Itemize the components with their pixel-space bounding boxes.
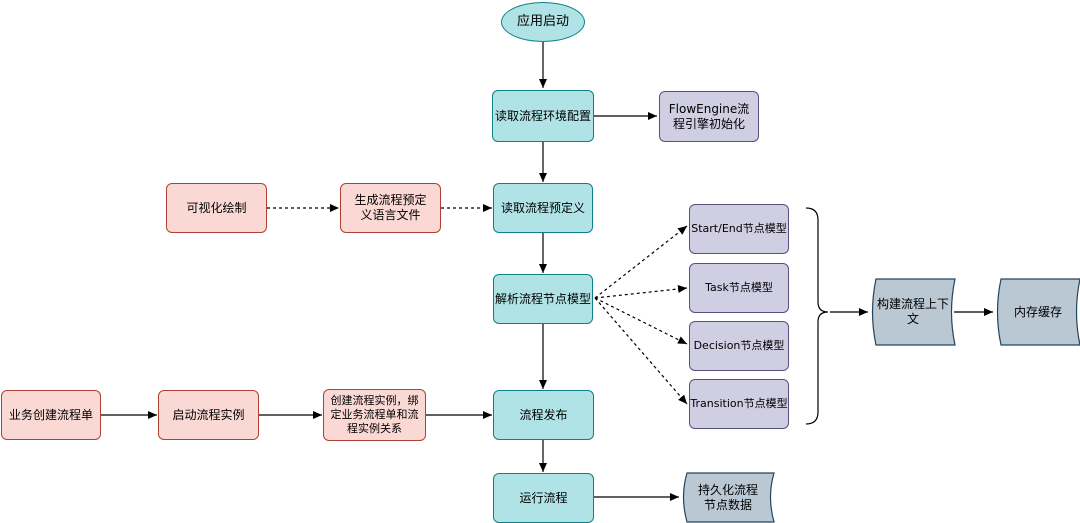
decision-model-label: Decision节点模型 xyxy=(693,339,785,353)
read-env-node[interactable]: 读取流程环境配置 xyxy=(492,90,594,142)
create-instance-bind-label: 创建流程实例，绑定业务流程单和流程实例关系 xyxy=(330,394,419,435)
read-env-label: 读取流程环境配置 xyxy=(494,108,591,123)
biz-create-label: 业务创建流程单 xyxy=(8,407,93,422)
build-context-shape xyxy=(871,278,956,346)
run-node[interactable]: 运行流程 xyxy=(493,473,594,523)
parse-model-node[interactable]: 解析流程节点模型 xyxy=(493,274,593,324)
read-predef-node[interactable]: 读取流程预定义 xyxy=(493,183,593,233)
memory-cache-shape xyxy=(996,278,1080,346)
biz-create-node[interactable]: 业务创建流程单 xyxy=(1,390,101,440)
read-predef-label: 读取流程预定义 xyxy=(500,200,585,215)
persist-label: 持久化流程节点数据 xyxy=(697,482,758,512)
flow-engine-init-label: FlowEngine流程引擎初始化 xyxy=(668,101,750,131)
flow-engine-init-node[interactable]: FlowEngine流程引擎初始化 xyxy=(659,91,759,142)
app-start-label: 应用启动 xyxy=(516,13,569,29)
start-instance-node[interactable]: 启动流程实例 xyxy=(158,390,259,440)
build-context-label: 构建流程上下文 xyxy=(876,297,949,326)
run-label: 运行流程 xyxy=(519,490,568,505)
start-end-model-node[interactable]: Start/End节点模型 xyxy=(689,204,789,254)
edge-parse-to-transition xyxy=(594,297,688,405)
publish-node[interactable]: 流程发布 xyxy=(493,390,594,440)
visual-draw-node[interactable]: 可视化绘制 xyxy=(166,183,267,233)
task-model-label: Task节点模型 xyxy=(705,281,773,295)
transition-model-label: Transition节点模型 xyxy=(690,397,788,411)
app-start-node[interactable]: 应用启动 xyxy=(501,2,585,42)
create-instance-bind-node[interactable]: 创建流程实例，绑定业务流程单和流程实例关系 xyxy=(323,389,426,441)
task-model-node[interactable]: Task节点模型 xyxy=(689,263,789,313)
start-end-model-label: Start/End节点模型 xyxy=(691,222,787,236)
visual-draw-label: 可视化绘制 xyxy=(186,200,247,215)
memory-cache-label: 内存缓存 xyxy=(1013,304,1062,319)
edge-parse-to-startend xyxy=(594,225,688,299)
persist-node[interactable]: 持久化流程节点数据 xyxy=(681,472,775,523)
transition-model-node[interactable]: Transition节点模型 xyxy=(689,379,789,429)
decision-model-node[interactable]: Decision节点模型 xyxy=(689,321,789,371)
parse-model-label: 解析流程节点模型 xyxy=(494,291,591,306)
start-instance-label: 启动流程实例 xyxy=(172,407,245,422)
gen-lang-file-node[interactable]: 生成流程预定义语言文件 xyxy=(340,183,441,233)
persist-shape xyxy=(682,472,775,523)
memory-cache-node[interactable]: 内存缓存 xyxy=(995,278,1080,346)
edge-parse-to-task xyxy=(594,284,688,299)
curly-brace xyxy=(805,207,829,425)
gen-lang-file-label: 生成流程预定义语言文件 xyxy=(354,193,427,222)
publish-label: 流程发布 xyxy=(519,407,568,422)
edge-parse-to-decision xyxy=(594,297,688,345)
build-context-node[interactable]: 构建流程上下文 xyxy=(870,278,956,346)
